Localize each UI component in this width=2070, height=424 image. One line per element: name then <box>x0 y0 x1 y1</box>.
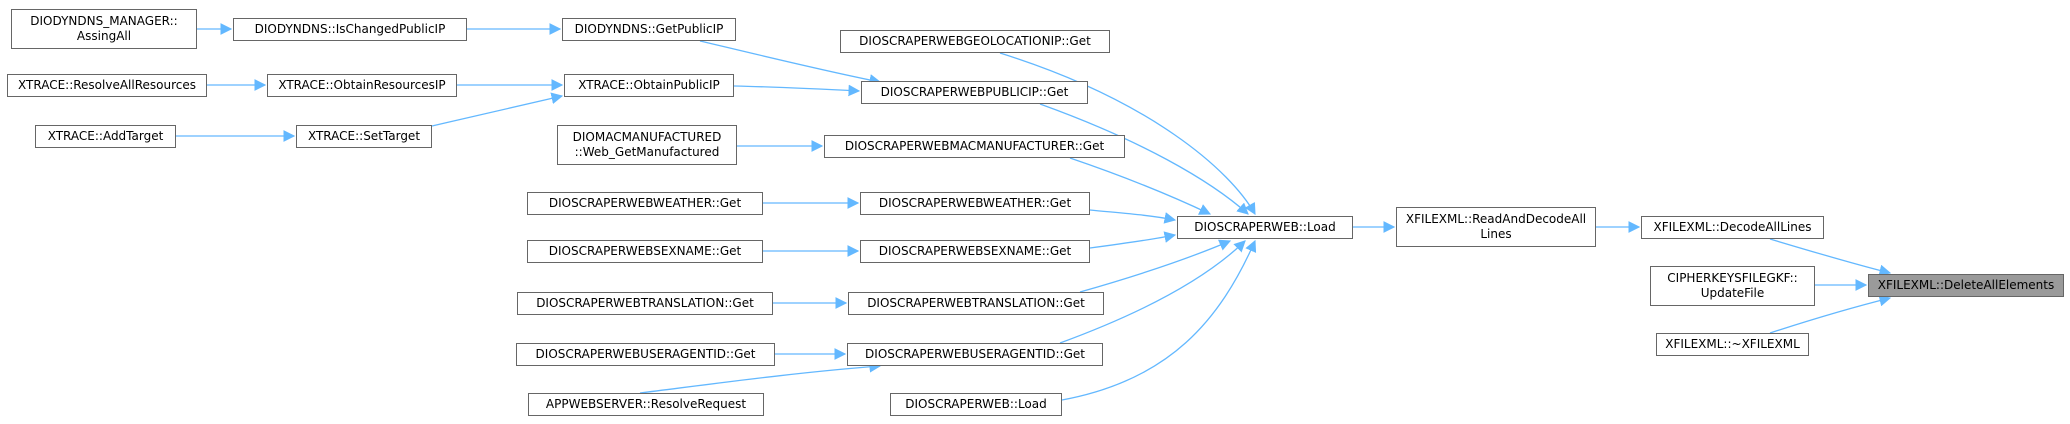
node-xtrace-obtainresourcesip[interactable]: XTRACE::ObtainResourcesIP <box>267 74 457 97</box>
node-translation-get-right[interactable]: DIOSCRAPERWEBTRANSLATION::Get <box>848 292 1104 315</box>
edge-weather-load <box>1089 209 1177 224</box>
node-macmanufacturer-get[interactable]: DIOSCRAPERWEBMACMANUFACTURER::Get <box>824 135 1125 158</box>
node-publicip-get[interactable]: DIOSCRAPERWEBPUBLICIP::Get <box>861 81 1088 104</box>
node-useragentid-get-right[interactable]: DIOSCRAPERWEBUSERAGENTID::Get <box>847 343 1103 366</box>
edge-destructor-deleteallelements <box>1769 294 1892 334</box>
edge-translation-load <box>1079 239 1232 293</box>
node-xtrace-resolveallresources[interactable]: XTRACE::ResolveAllResources <box>7 74 207 97</box>
node-xfilexml-destructor[interactable]: XFILEXML::~XFILEXML <box>1656 333 1809 356</box>
node-sexname-get-left[interactable]: DIOSCRAPERWEBSEXNAME::Get <box>527 240 763 263</box>
node-weather-get-left[interactable]: DIOSCRAPERWEBWEATHER::Get <box>527 192 763 215</box>
node-diodyndns-manager-assingall[interactable]: DIODYNDNS_MANAGER:: AssingAll <box>11 9 197 49</box>
edge-sexname-load <box>1089 231 1177 249</box>
node-translation-get-left[interactable]: DIOSCRAPERWEBTRANSLATION::Get <box>517 292 773 315</box>
node-useragentid-get-left[interactable]: DIOSCRAPERWEBUSERAGENTID::Get <box>516 343 775 366</box>
node-cipherkeysfilegkf-updatefile[interactable]: CIPHERKEYSFILEGKF:: UpdateFile <box>1650 266 1815 306</box>
node-diodyndns-getpublicip[interactable]: DIODYNDNS::GetPublicIP <box>562 18 736 41</box>
edge-geolocation-load <box>999 52 1256 216</box>
node-readanddecodealllines[interactable]: XFILEXML::ReadAndDecodeAll Lines <box>1396 207 1596 247</box>
node-geolocationip-get[interactable]: DIOSCRAPERWEBGEOLOCATIONIP::Get <box>840 30 1110 53</box>
node-scraperweb-load[interactable]: DIOSCRAPERWEB::Load <box>1177 216 1353 239</box>
edge-decodealllines-deleteallelements <box>1769 238 1892 277</box>
edge-settarget-obtainpublicip <box>431 92 564 127</box>
node-deleteallelements-focus: XFILEXML::DeleteAllElements <box>1868 274 2064 297</box>
node-sexname-get-right[interactable]: DIOSCRAPERWEBSEXNAME::Get <box>860 240 1090 263</box>
edge-loadbottom-load <box>1061 239 1257 401</box>
node-macmanufactured-web-getmanufactured[interactable]: DIOMACMANUFACTURED ::Web_GetManufactured <box>557 125 737 165</box>
node-xtrace-addtarget[interactable]: XTRACE::AddTarget <box>35 125 176 148</box>
node-weather-get-right[interactable]: DIOSCRAPERWEBWEATHER::Get <box>860 192 1090 215</box>
node-xtrace-obtainpublicip[interactable]: XTRACE::ObtainPublicIP <box>564 74 734 97</box>
edge-resolverequest-useragentid <box>639 360 882 394</box>
node-scraperweb-load-bottom[interactable]: DIOSCRAPERWEB::Load <box>890 393 1062 416</box>
edge-getpublicip-publicipget <box>699 40 882 86</box>
edge-macmanufacturer-load <box>1069 157 1212 215</box>
edge-useragentid-load <box>1059 240 1246 344</box>
edge-obtainpublicip-publicipget <box>733 84 861 97</box>
node-decodealllines[interactable]: XFILEXML::DecodeAllLines <box>1641 216 1824 239</box>
node-diodyndns-ischangedpublicip[interactable]: DIODYNDNS::IsChangedPublicIP <box>233 18 467 41</box>
node-xtrace-settarget[interactable]: XTRACE::SetTarget <box>296 125 432 148</box>
edge-publicip-load <box>1039 103 1249 215</box>
node-appwebserver-resolverequest[interactable]: APPWEBSERVER::ResolveRequest <box>528 393 764 416</box>
